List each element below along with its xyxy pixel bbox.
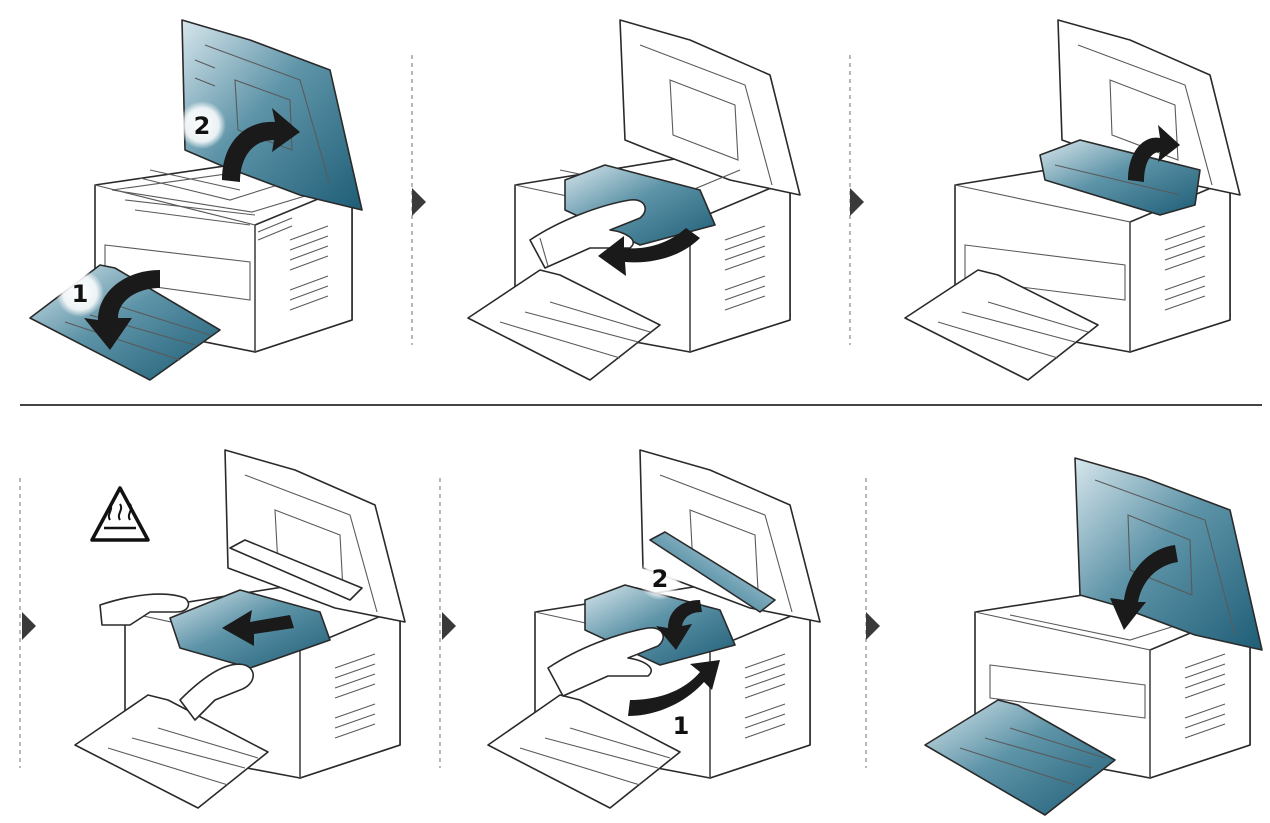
hand [179, 663, 254, 721]
arrow-close-fuser-cover [656, 600, 702, 650]
arrow-open-tray [84, 270, 160, 350]
next-step-arrow [22, 612, 36, 640]
arrow-lift-cover [222, 108, 300, 182]
arrow-close-cover [1110, 545, 1178, 630]
callout-2: 2 [194, 112, 211, 140]
step-1-panel: 1 2 [29, 19, 363, 381]
next-step-arrow [866, 612, 880, 640]
step-4-panel [74, 449, 406, 809]
callout-1: 1 [72, 280, 89, 308]
arrow-insert-cartridge [628, 660, 720, 716]
step-6-panel [924, 457, 1263, 816]
next-step-arrow [850, 188, 864, 216]
callout-1: 1 [673, 712, 690, 740]
callout-2: 2 [652, 565, 669, 593]
arrow-lift-fuser-cover [1128, 125, 1180, 182]
step-2-panel [467, 19, 801, 381]
hot-surface-icon [90, 486, 150, 542]
step-5-panel: 2 1 [487, 449, 821, 809]
hand [529, 199, 646, 269]
hand [547, 627, 664, 697]
arrow-pull-out [598, 228, 700, 276]
hand [99, 593, 190, 626]
front-tray-open [924, 699, 1116, 816]
arrow-pull-paper [222, 610, 294, 646]
next-step-arrow [412, 188, 426, 216]
step-3-panel [904, 19, 1241, 381]
fuser-cover [1039, 139, 1201, 216]
next-step-arrow [442, 612, 456, 640]
